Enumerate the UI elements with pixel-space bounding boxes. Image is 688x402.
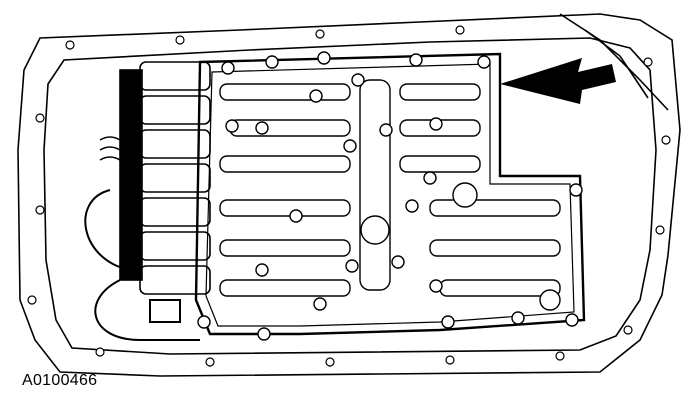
direction-arrow [500,58,616,104]
transmission-case-outline [17,13,681,377]
valve-body-bolts [197,51,583,341]
solenoid-pack [99,61,211,295]
figure-id: A0100466 [22,372,98,389]
wiring-harness [84,189,200,341]
case-bolts [27,25,671,367]
valve-spools [219,79,561,311]
